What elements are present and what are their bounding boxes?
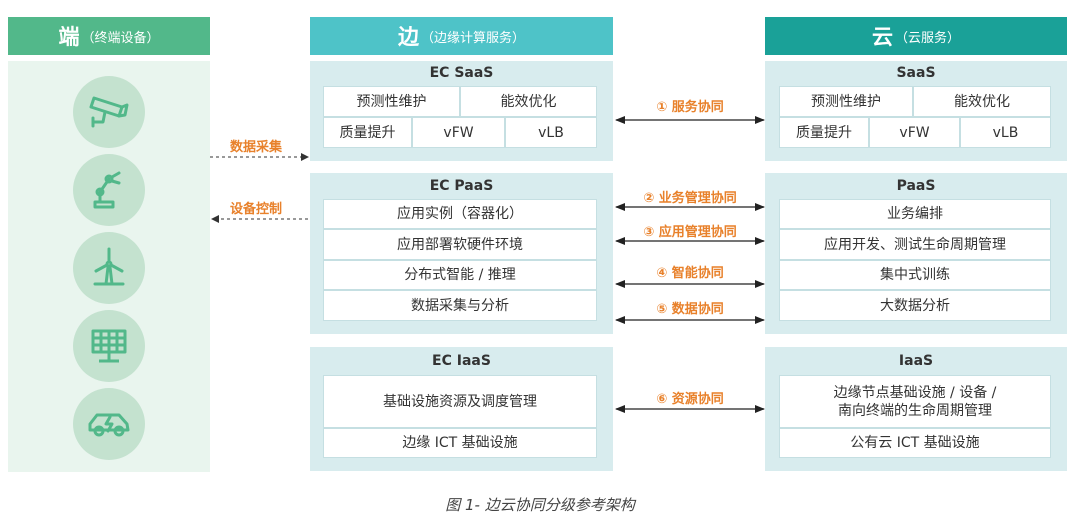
cloud-iaas-item-line: 边缘节点基础设施 / 设备 / (833, 384, 997, 401)
cloud-saas-item: 能效优化 (913, 86, 1051, 117)
cloud-header-title: 云 (871, 25, 893, 49)
camera-icon (73, 76, 145, 148)
data-collab-label: ⑤ 数据协同 (656, 302, 724, 317)
edge-header-title: 边 (397, 25, 419, 49)
cloud-iaas-item-line: 南向终端的生命周期管理 (838, 402, 992, 419)
data-collection-label: 数据采集 (230, 140, 283, 155)
edge-iaas-title: EC IaaS (432, 353, 491, 369)
cloud-iaas-item: 公有云 ICT 基础设施 (779, 428, 1051, 458)
edge-column-header: 边 （边缘计算服务） (310, 17, 613, 55)
edge-saas-item: vFW (412, 117, 505, 148)
device-edge-arrows (210, 153, 309, 223)
cloud-iaas-item: 边缘节点基础设施 / 设备 / 南向终端的生命周期管理 (779, 375, 1051, 428)
cloud-paas-item: 集中式训练 (779, 260, 1051, 290)
cloud-header-subtitle: （云服务） (894, 30, 960, 46)
collaboration-arrows (615, 116, 765, 413)
edge-paas-title: EC PaaS (429, 178, 494, 194)
figure-caption: 图 1- 边云协同分级参考架构 (445, 496, 635, 514)
edge-saas-item: vLB (505, 117, 597, 148)
edge-header-subtitle: （边缘计算服务） (420, 30, 525, 46)
cloud-paas-item: 应用开发、测试生命周期管理 (779, 229, 1051, 260)
service-collab-label: ① 服务协同 (656, 100, 724, 115)
solar-panel-icon (73, 310, 145, 382)
robot-arm-icon (73, 154, 145, 226)
cloud-paas-title: PaaS (896, 178, 936, 194)
cloud-saas-item: vFW (869, 117, 960, 148)
business-mgmt-collab-label: ② 业务管理协同 (643, 191, 737, 206)
electric-car-icon (73, 388, 145, 460)
intelligence-collab-label: ④ 智能协同 (656, 266, 724, 281)
cloud-saas-item: vLB (960, 117, 1051, 148)
cloud-iaas-title: IaaS (898, 353, 934, 369)
wind-turbine-icon (73, 232, 145, 304)
cloud-paas-item: 业务编排 (779, 199, 1051, 229)
cloud-column-header: 云 （云服务） (765, 17, 1067, 55)
edge-saas-title: EC SaaS (429, 65, 494, 81)
cloud-saas-item: 质量提升 (779, 117, 869, 148)
edge-paas-item: 应用实例（容器化） (323, 199, 597, 229)
device-control-label: 设备控制 (230, 202, 283, 217)
edge-iaas-item: 基础设施资源及调度管理 (323, 375, 597, 428)
edge-saas-item: 质量提升 (323, 117, 412, 148)
device-header-subtitle: （终端设备） (81, 30, 160, 46)
cloud-saas-title: SaaS (896, 65, 936, 81)
device-header-title: 端 (58, 25, 80, 49)
device-column-header: 端 （终端设备） (8, 17, 210, 55)
edge-paas-item: 数据采集与分析 (323, 290, 597, 321)
cloud-paas-item: 大数据分析 (779, 290, 1051, 321)
edge-paas-item: 分布式智能 / 推理 (323, 260, 597, 290)
resource-collab-label: ⑥ 资源协同 (656, 392, 724, 407)
edge-iaas-item: 边缘 ICT 基础设施 (323, 428, 597, 458)
cloud-saas-item: 预测性维护 (779, 86, 913, 117)
edge-paas-item: 应用部署软硬件环境 (323, 229, 597, 260)
app-mgmt-collab-label: ③ 应用管理协同 (643, 225, 737, 240)
edge-saas-item: 预测性维护 (323, 86, 460, 117)
edge-saas-item: 能效优化 (460, 86, 597, 117)
